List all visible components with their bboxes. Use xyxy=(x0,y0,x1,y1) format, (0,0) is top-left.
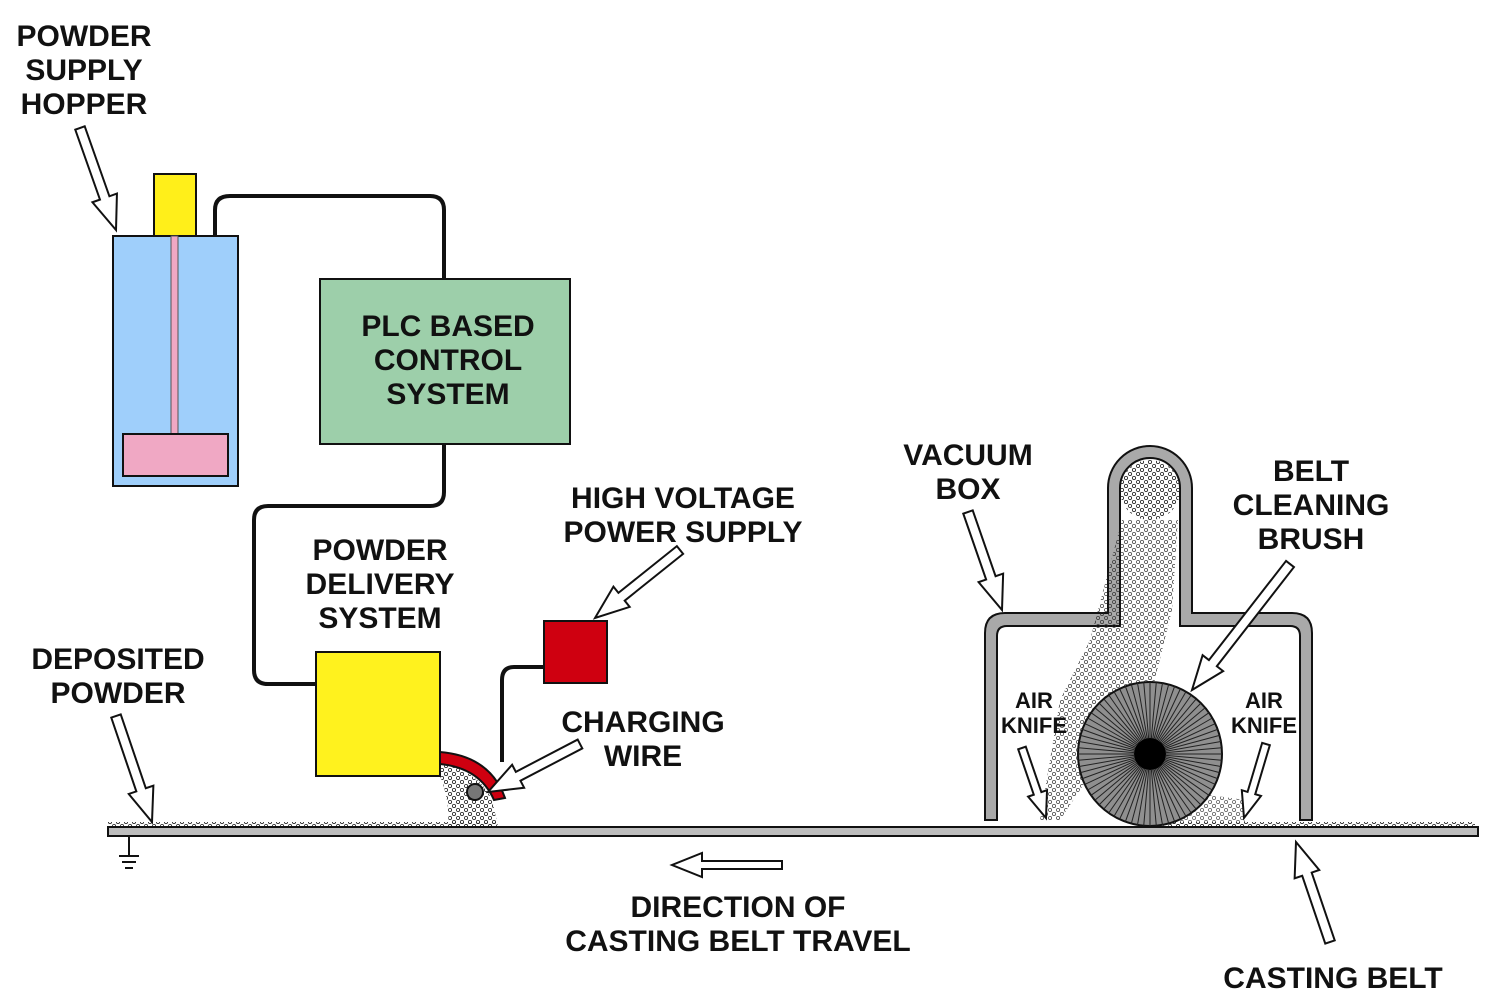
air-knife-left-label: AIR KNIFE xyxy=(1001,688,1067,738)
deposited-label-line-2: POWDER xyxy=(51,677,186,710)
powder-supply-hopper xyxy=(112,173,239,487)
hopper-label-line-2: SUPPLY xyxy=(25,54,142,87)
deposited-powder-layer-right xyxy=(1170,822,1475,828)
charging-arrow-icon xyxy=(485,738,584,794)
delivery-label-line-2: DELIVERY xyxy=(306,568,455,601)
hv-to-charging-wire xyxy=(500,665,545,762)
deposited-powder-layer xyxy=(108,822,496,828)
air-knife-left-arrow-icon xyxy=(1016,745,1049,821)
hopper-cap xyxy=(153,173,197,237)
air-knife-left-line-1: AIR xyxy=(1015,688,1053,713)
vacuum-label: VACUUM BOX xyxy=(903,439,1032,506)
hv-label: HIGH VOLTAGE POWER SUPPLY xyxy=(564,482,803,549)
brush-label-line-3: BRUSH xyxy=(1258,523,1365,556)
vacuum-label-line-2: BOX xyxy=(935,473,1000,506)
hopper-to-plc-wire xyxy=(213,194,446,280)
plc-to-delivery-wire xyxy=(252,444,446,686)
air-knife-right-line-1: AIR xyxy=(1245,688,1283,713)
hv-arrow-icon xyxy=(592,544,685,620)
plc-control-box xyxy=(319,278,571,445)
charging-label-line-2: WIRE xyxy=(604,740,682,773)
delivery-chute xyxy=(439,750,507,802)
delivery-label-line-1: POWDER xyxy=(313,534,448,567)
plc-label-line-2: CONTROL xyxy=(374,344,522,377)
delivery-label: POWDER DELIVERY SYSTEM xyxy=(306,534,455,635)
charging-label: CHARGING WIRE xyxy=(561,706,724,773)
brush-label-line-2: CLEANING xyxy=(1233,489,1390,522)
direction-arrow-icon xyxy=(669,851,783,879)
air-knife-right-label: AIR KNIFE xyxy=(1231,688,1297,738)
brush-label: BELT CLEANING BRUSH xyxy=(1233,455,1390,556)
plc-label: PLC BASED CONTROL SYSTEM xyxy=(361,310,534,411)
plc-label-line-3: SYSTEM xyxy=(386,378,509,411)
casting-belt xyxy=(107,826,1479,837)
hv-label-line-1: HIGH VOLTAGE xyxy=(571,482,795,515)
hopper-piston-rod xyxy=(170,235,179,435)
charging-wire-rod xyxy=(466,783,484,801)
hv-label-line-2: POWER SUPPLY xyxy=(564,516,803,549)
high-voltage-box xyxy=(543,620,608,684)
air-knife-left-line-2: KNIFE xyxy=(1001,713,1067,738)
hopper-label-line-1: POWDER xyxy=(17,20,152,53)
hopper-label: POWDER SUPPLY HOPPER xyxy=(17,20,152,121)
belt-cleaning-brush xyxy=(1077,681,1223,827)
charging-label-line-1: CHARGING xyxy=(561,706,724,739)
brush-label-line-1: BELT xyxy=(1273,455,1349,488)
powder-delivery-box xyxy=(315,651,441,777)
air-knife-right-arrow-icon xyxy=(1240,741,1272,821)
hopper-piston xyxy=(122,433,229,477)
plc-label-line-1: PLC BASED xyxy=(361,310,534,343)
brush-arrow-icon xyxy=(1190,559,1296,693)
vacuum-duct-powder xyxy=(1120,460,1180,520)
vacuum-label-line-1: VACUUM xyxy=(903,439,1032,472)
deposited-label-line-1: DEPOSITED xyxy=(31,643,204,676)
direction-label-line-2: CASTING BELT TRAVEL xyxy=(565,925,911,958)
casting-belt-label: CASTING BELT xyxy=(1223,962,1442,995)
air-knife-right-line-2: KNIFE xyxy=(1231,713,1297,738)
suction-powder-stream xyxy=(1040,520,1178,820)
delivery-label-line-3: SYSTEM xyxy=(318,602,441,635)
vacuum-box xyxy=(984,445,1313,821)
vacuum-arrow-icon xyxy=(962,509,1005,613)
hopper-arrow-icon xyxy=(74,125,118,233)
ground-icon xyxy=(119,836,139,869)
casting-belt-arrow-icon xyxy=(1293,839,1337,945)
direction-label-line-1: DIRECTION OF xyxy=(631,891,846,924)
hopper-label-line-3: HOPPER xyxy=(21,88,148,121)
deposited-arrow-icon xyxy=(109,713,155,825)
direction-label: DIRECTION OF CASTING BELT TRAVEL xyxy=(565,891,911,958)
deposited-label: DEPOSITED POWDER xyxy=(31,643,204,710)
